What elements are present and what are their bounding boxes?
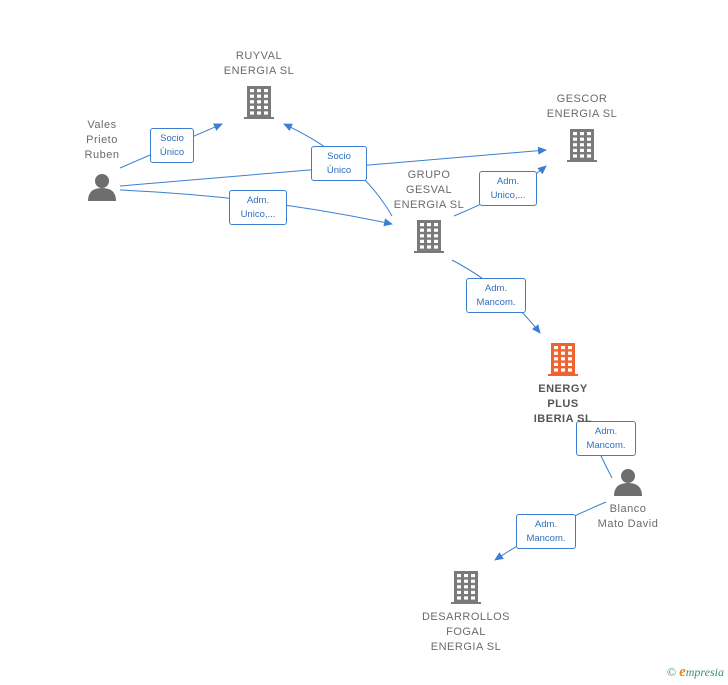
building-icon[interactable] (414, 220, 444, 253)
node-label-grupo[interactable]: GRUPO GESVAL ENERGIA SL (393, 169, 465, 211)
edge-label-grupo-energy[interactable]: Adm. Mancom. (466, 278, 526, 313)
edge-label-blanco-desarrollos[interactable]: Adm. Mancom. (516, 514, 576, 549)
node-label-desarrollos[interactable]: DESARROLLOS FOGAL ENERGIA SL (421, 611, 511, 653)
node-label-vales[interactable]: Vales Prieto Ruben (84, 119, 120, 161)
person-icon[interactable] (88, 174, 116, 201)
edge-label-grupo-ruyval[interactable]: Socio Único (311, 146, 367, 181)
building-icon[interactable] (244, 86, 274, 119)
edge-label-vales-ruyval[interactable]: Socio Único (150, 128, 194, 163)
node-label-energy[interactable]: ENERGY PLUS IBERIA SL (533, 383, 593, 425)
edge-label-grupo-gescor[interactable]: Adm. Unico,... (479, 171, 537, 206)
empresia-logo: © empresia (667, 664, 724, 681)
person-icon[interactable] (614, 469, 642, 496)
node-label-gescor[interactable]: GESCOR ENERGIA SL (546, 93, 618, 120)
node-label-ruyval[interactable]: RUYVAL ENERGIA SL (223, 50, 295, 77)
building-icon[interactable] (548, 343, 578, 376)
building-icon[interactable] (451, 571, 481, 604)
brand-initial: e (679, 664, 686, 680)
copyright-symbol: © (666, 665, 677, 679)
node-label-blanco[interactable]: Blanco Mato David (597, 503, 659, 530)
edge-label-vales-grupo[interactable]: Adm. Unico,... (229, 190, 287, 225)
building-icon[interactable] (567, 129, 597, 162)
edge-label-blanco-energy[interactable]: Adm. Mancom. (576, 421, 636, 456)
brand-name: mpresia (685, 665, 724, 679)
